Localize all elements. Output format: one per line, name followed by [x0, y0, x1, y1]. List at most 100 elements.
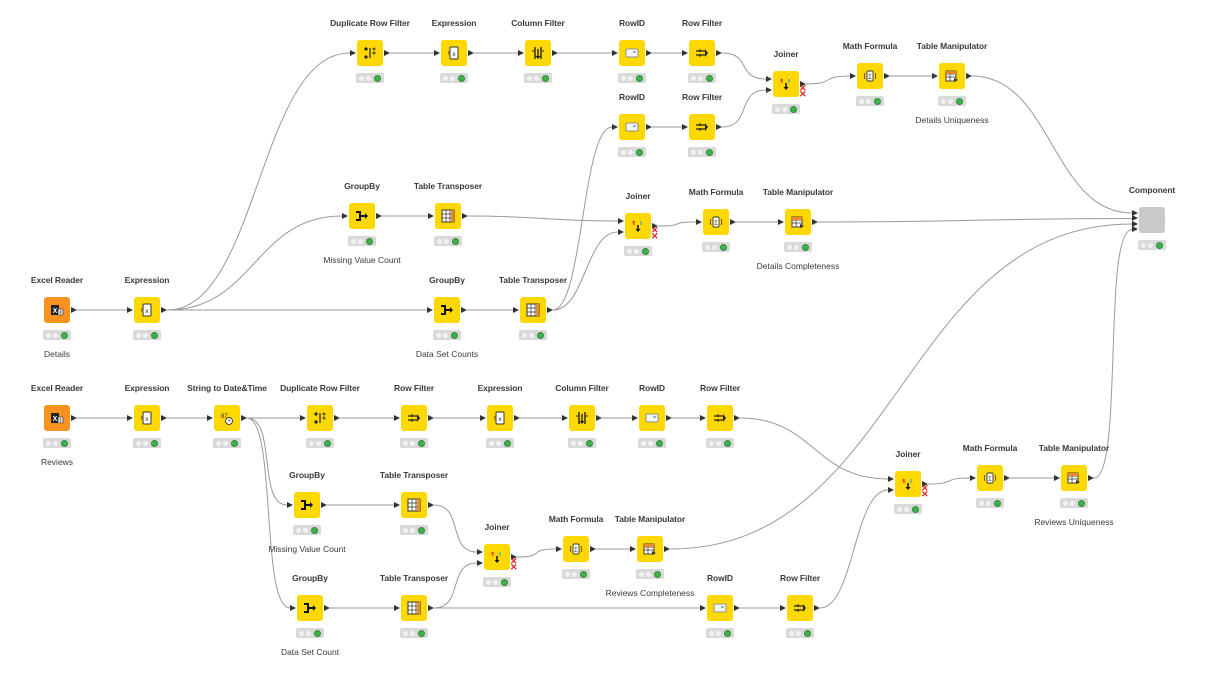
input-port[interactable] — [780, 604, 786, 611]
node-title[interactable]: RowID — [639, 383, 665, 393]
node-body[interactable] — [1061, 465, 1087, 491]
output-port[interactable] — [922, 480, 928, 487]
output-port[interactable] — [71, 306, 77, 313]
output-port[interactable] — [514, 414, 520, 421]
output-port[interactable] — [734, 604, 740, 611]
input-port[interactable] — [427, 306, 433, 313]
input-port[interactable] — [394, 414, 400, 421]
node-body[interactable]: Σ — [977, 465, 1003, 491]
node-title[interactable]: Expression — [431, 18, 477, 28]
input-port[interactable] — [127, 414, 133, 421]
node-title[interactable]: Table Transposer — [379, 573, 449, 583]
connection-n12-n13[interactable] — [467, 215, 619, 222]
output-port[interactable] — [161, 414, 167, 421]
input-port[interactable] — [513, 306, 519, 313]
node-body[interactable]: Σ — [857, 63, 883, 89]
node-body[interactable] — [619, 40, 645, 66]
node-string-to-date-time[interactable]: String to Date&Time 87 — [187, 383, 267, 485]
node-title[interactable]: Math Formula — [962, 443, 1018, 453]
node-annotation[interactable]: Data Set Counts — [415, 349, 479, 359]
input-port[interactable] — [1054, 474, 1060, 481]
node-title[interactable]: String to Date&Time — [187, 383, 267, 393]
input-port[interactable] — [778, 218, 784, 225]
node-row-filter[interactable]: Row Filter — [670, 18, 734, 120]
node-title[interactable]: Joiner — [773, 49, 799, 59]
node-title[interactable]: Component — [1128, 185, 1176, 195]
node-title[interactable]: Joiner — [625, 191, 651, 201]
input-port[interactable] — [612, 123, 618, 130]
node-column-filter[interactable]: Column Filter — [550, 383, 614, 485]
node-annotation[interactable]: Reviews Completeness — [605, 588, 695, 598]
input-port[interactable] — [630, 545, 636, 552]
node-title[interactable]: Table Manipulator — [1038, 443, 1110, 453]
node-annotation[interactable]: Missing Value Count — [268, 544, 346, 554]
output-port[interactable] — [1088, 474, 1094, 481]
node-title[interactable]: Column Filter — [511, 18, 565, 28]
node-body[interactable] — [401, 405, 427, 431]
node-column-filter[interactable]: Column Filter — [506, 18, 570, 120]
connection-n15-n16[interactable] — [817, 218, 1133, 223]
input-port[interactable] — [888, 486, 894, 493]
node-duplicate-row-filter[interactable]: Duplicate Row Filter — [330, 18, 410, 120]
node-title[interactable]: Row Filter — [393, 383, 435, 393]
inactive-output-port-icon[interactable]: ✕ — [651, 225, 659, 235]
node-body[interactable] — [689, 114, 715, 140]
node-title[interactable]: GroupBy — [292, 573, 328, 583]
node-body[interactable] — [307, 405, 333, 431]
output-port[interactable] — [590, 545, 596, 552]
input-port[interactable] — [394, 501, 400, 508]
node-body[interactable]: 87 — [214, 405, 240, 431]
output-port[interactable] — [814, 604, 820, 611]
node-body[interactable]: Σ — [703, 209, 729, 235]
node-annotation[interactable]: Reviews — [40, 457, 74, 467]
node-body[interactable] — [401, 595, 427, 621]
output-port[interactable] — [734, 414, 740, 421]
node-rowid[interactable]: RowID — [600, 92, 664, 194]
node-title[interactable]: Expression — [124, 383, 170, 393]
inactive-output-port-icon[interactable]: ✕ — [799, 89, 807, 99]
input-port[interactable] — [612, 49, 618, 56]
node-joiner[interactable]: Joiner✕✕ — [876, 449, 940, 551]
input-port[interactable] — [970, 474, 976, 481]
node-title[interactable]: Expression — [477, 383, 523, 393]
input-port[interactable] — [888, 475, 894, 482]
node-table-transposer[interactable]: Table Transposer — [499, 275, 567, 377]
inactive-output-port-icon[interactable]: ✕ — [510, 562, 518, 572]
input-port[interactable] — [766, 75, 772, 82]
input-port[interactable] — [556, 545, 562, 552]
node-body[interactable] — [525, 40, 551, 66]
node-title[interactable]: Row Filter — [699, 383, 741, 393]
node-title[interactable]: Table Transposer — [498, 275, 568, 285]
input-port[interactable] — [1132, 215, 1138, 221]
output-port[interactable] — [547, 306, 553, 313]
node-annotation[interactable]: Data Set Count — [280, 647, 340, 657]
input-port[interactable] — [287, 501, 293, 508]
node-title[interactable]: RowID — [619, 92, 645, 102]
output-port[interactable] — [462, 212, 468, 219]
node-body[interactable] — [1139, 207, 1165, 233]
node-title[interactable]: Column Filter — [555, 383, 609, 393]
node-title[interactable]: RowID — [619, 18, 645, 28]
node-rowid[interactable]: RowID — [620, 383, 684, 485]
output-port[interactable] — [384, 49, 390, 56]
node-annotation[interactable]: Missing Value Count — [323, 255, 401, 265]
output-port[interactable] — [884, 72, 890, 79]
node-title[interactable]: Row Filter — [681, 92, 723, 102]
inactive-output-port-icon[interactable]: ✕ — [510, 556, 518, 566]
node-title[interactable]: Math Formula — [548, 514, 604, 524]
input-port[interactable] — [618, 228, 624, 235]
node-body[interactable] — [619, 114, 645, 140]
node-table-transposer[interactable]: Table Transposer — [414, 181, 482, 283]
node-body[interactable] — [294, 492, 320, 518]
input-port[interactable] — [300, 414, 306, 421]
